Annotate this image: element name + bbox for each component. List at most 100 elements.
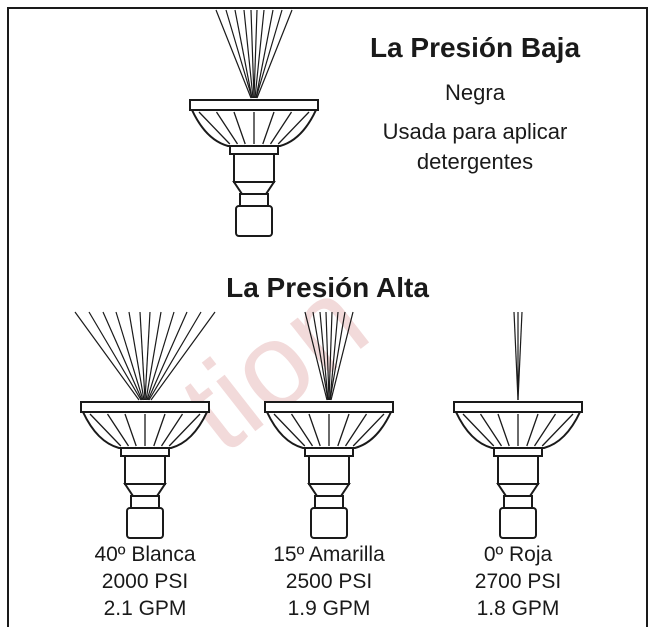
low-pressure-color: Negra [445,80,505,105]
nozzle-rib [533,413,557,447]
spray-fan [513,311,523,401]
spray-line [253,9,258,99]
nozzle-taper [123,483,167,497]
nozzle-rim [80,401,210,413]
nozzle-rib [198,111,231,145]
nozzle-15-icon [264,311,394,539]
nozzle-neck [493,447,543,457]
nozzle-rib [273,413,306,447]
spray-line [234,9,253,99]
nozzle-15-label: 15º Amarilla [273,543,385,566]
spray-line [146,311,175,401]
spray-line [312,311,329,401]
spray-line [254,9,265,99]
spray-line [148,311,202,401]
nozzle-plug [235,205,273,237]
low-pressure-nozzle-icon [189,9,319,237]
spray-fan [215,9,293,99]
nozzle-rib [215,111,239,145]
spray-line [328,311,333,401]
spray-line [319,311,329,401]
spray-line [256,9,293,99]
nozzle-40-caption: 40º Blanca 2000 PSI 2.1 GPM [60,541,230,622]
nozzle-rib [262,111,275,145]
nozzle-rib [308,413,321,447]
nozzle-15-pressure: 2500 PSI [285,570,373,593]
nozzle-collar [497,455,539,485]
spray-line [150,311,216,401]
nozzle-neck [229,145,279,155]
spray-line [139,311,146,401]
spray-line [74,311,140,401]
nozzle-rib [352,413,385,447]
low-pressure-use-line2: detergentes [416,149,534,174]
nozzle-taper [232,181,276,195]
diagram-frame [7,7,648,627]
spray-line [102,311,143,401]
nozzle-collar [124,455,166,485]
nozzle-rib [344,413,368,447]
nozzle-collar [233,153,275,183]
low-pressure-use: Usada para aplicar detergentes [330,117,620,177]
nozzle-40-icon [74,311,216,539]
spray-line [115,311,144,401]
nozzle-groove [239,193,269,207]
nozzle-neck [120,447,170,457]
nozzle-rib [124,413,137,447]
nozzle-rib [269,111,293,145]
spray-line [304,311,328,401]
high-pressure-title: La Presión Alta [226,272,429,303]
spray-line [88,311,142,401]
nozzle-rib [290,413,314,447]
nozzle-rib [168,413,201,447]
nozzle-collar [308,455,350,485]
nozzle-rib [233,111,246,145]
nozzle-groove [130,495,160,509]
nozzle-rib [337,413,350,447]
nozzle-rib [497,413,510,447]
spray-line [329,311,339,401]
nozzle-groove [503,495,533,509]
nozzle-0-flow: 1.8 GPM [476,597,560,620]
nozzle-15-flow: 1.9 GPM [287,597,371,620]
nozzle-rib [541,413,574,447]
spray-line [128,311,145,401]
nozzle-taper [307,483,351,497]
nozzle-groove [314,495,344,509]
nozzle-rim [453,401,583,413]
nozzle-plug [126,507,164,539]
spray-fan [304,311,354,401]
spray-line [325,311,330,401]
nozzle-neck [304,447,354,457]
spray-fan [74,311,216,401]
spray-line [330,311,354,401]
spray-line [517,311,523,401]
nozzle-rib [89,413,122,447]
nozzle-rim [189,99,319,111]
nozzle-40-flow: 2.1 GPM [103,597,187,620]
nozzle-rib [160,413,184,447]
nozzle-rib [462,413,495,447]
nozzle-40-label: 40º Blanca [94,543,196,566]
low-pressure-title: La Presión Baja [369,32,581,63]
nozzle-rib [106,413,130,447]
nozzle-15-caption: 15º Amarilla 2500 PSI 1.9 GPM [244,541,414,622]
nozzle-plug [310,507,348,539]
nozzle-rib [153,413,166,447]
spray-line [147,311,188,401]
nozzle-rim [264,401,394,413]
spray-line [225,9,253,99]
nozzle-rib [526,413,539,447]
spray-line [243,9,254,99]
nozzle-plug [499,507,537,539]
spray-line [513,311,519,401]
spray-line [329,311,346,401]
nozzle-0-pressure: 2700 PSI [474,570,562,593]
nozzle-0-icon [453,311,583,539]
nozzle-0-label: 0º Roja [483,543,553,566]
nozzle-40-pressure: 2000 PSI [101,570,189,593]
spray-line [144,311,151,401]
spray-line [255,9,283,99]
nozzle-taper [496,483,540,497]
nozzle-rib [479,413,503,447]
